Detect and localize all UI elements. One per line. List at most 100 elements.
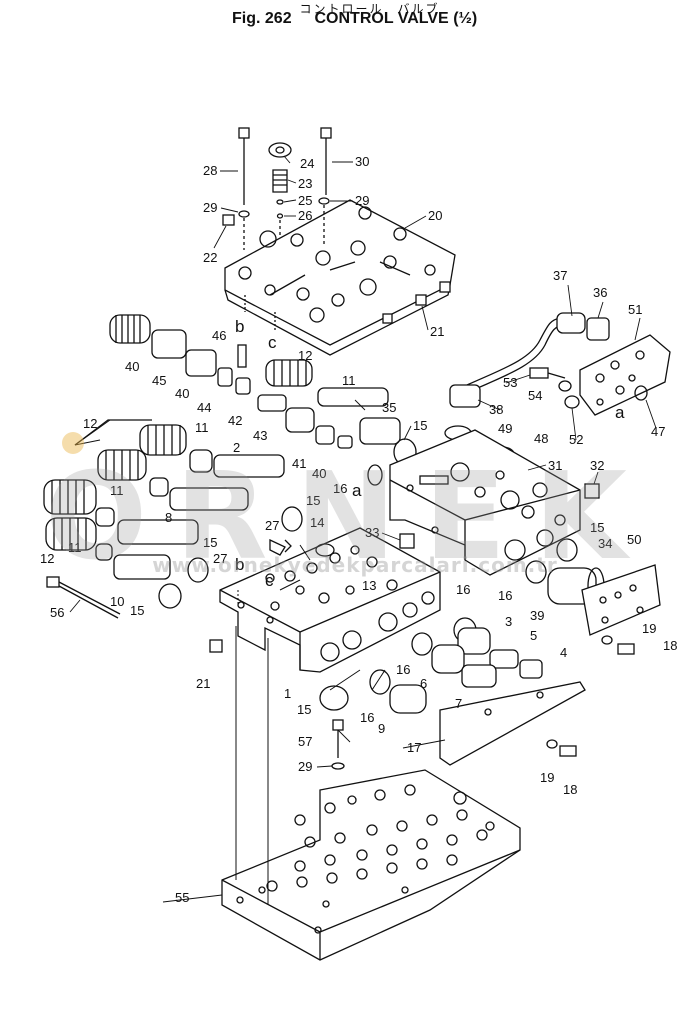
callout-26: 26	[298, 208, 312, 223]
callout-43: 43	[253, 428, 267, 443]
fig-caption: CONTROL VALVE	[314, 10, 449, 27]
callout-47: 47	[651, 424, 665, 439]
callout-11-left: 11	[110, 483, 124, 498]
callout-15-far: 15	[590, 520, 604, 535]
callout-11-bottom: 11	[68, 540, 82, 555]
figure-title: Fig. 262 CONTROL VALVE (½)	[232, 10, 477, 28]
title-japanese: コントロール バルブ	[299, 2, 440, 16]
callout-48: 48	[534, 431, 548, 446]
callout-8: 8	[165, 510, 172, 525]
callout-14: 14	[310, 515, 324, 530]
callout-21-bottom: 21	[196, 676, 210, 691]
base-plate	[221, 769, 521, 961]
callout-19-bottom: 19	[540, 770, 554, 785]
callout-27-a: 27	[265, 518, 279, 533]
callout-23: 23	[298, 176, 312, 191]
callout-25: 25	[298, 193, 312, 208]
callout-31: 31	[548, 458, 562, 473]
callout-30: 30	[355, 154, 369, 169]
callout-10: 10	[110, 594, 124, 609]
callout-21-top: 21	[430, 324, 444, 339]
callout-15-mid: 15	[306, 493, 320, 508]
bc-arrows	[244, 295, 276, 330]
letter-markers: b c a a b c	[235, 317, 625, 590]
callout-labels: 28 24 23 25 26 30 29 29 20 22 21 46 40 4…	[40, 154, 677, 905]
callout-18-right: 18	[663, 638, 677, 653]
callout-56: 56	[50, 605, 64, 620]
marker-b-top: b	[235, 317, 244, 336]
callout-2: 2	[233, 440, 240, 455]
cover-bolts	[238, 127, 332, 250]
cylinder-and-cover-plate	[547, 564, 661, 636]
callout-13: 13	[362, 578, 376, 593]
callout-28: 28	[203, 163, 217, 178]
o-rings	[158, 425, 578, 711]
marker-a-mid: a	[352, 481, 362, 500]
callout-54: 54	[528, 388, 542, 403]
fig-number: 262	[264, 10, 292, 27]
callout-15-left: 15	[203, 535, 217, 550]
marker-c-low: c	[265, 571, 274, 590]
callout-29-top: 29	[203, 200, 217, 215]
callout-6: 6	[420, 676, 427, 691]
callout-11-mid: 11	[195, 420, 209, 435]
callout-32: 32	[590, 458, 604, 473]
top-cover-plate	[224, 199, 456, 356]
callout-34: 34	[598, 536, 612, 551]
callout-24: 24	[300, 156, 314, 171]
callout-12-left: 12	[83, 416, 97, 431]
callout-42: 42	[228, 413, 242, 428]
callout-53: 53	[503, 375, 517, 390]
upper-spool-assembly	[109, 314, 353, 449]
callout-49: 49	[498, 421, 512, 436]
callout-17: 17	[407, 740, 421, 755]
long-through-bolt	[46, 576, 121, 619]
cover-plugs	[222, 214, 451, 324]
alignment-lines	[74, 419, 386, 905]
callout-55: 55	[175, 890, 189, 905]
callout-44: 44	[197, 400, 211, 415]
callout-50: 50	[627, 532, 641, 547]
callout-40-c: 40	[312, 466, 326, 481]
callout-11-top: 11	[342, 373, 356, 388]
callout-41: 41	[292, 456, 306, 471]
right-valve-body	[389, 429, 581, 576]
callout-16-low: 16	[396, 662, 410, 677]
callout-27-b: 27	[213, 551, 227, 566]
callout-20: 20	[428, 208, 442, 223]
lower-right-parts	[389, 627, 635, 766]
callout-19-right: 19	[642, 621, 656, 636]
leader-lines	[69, 155, 657, 903]
callout-40-b: 40	[175, 386, 189, 401]
spring-assembly-35	[265, 359, 417, 466]
callout-15-bottom: 15	[130, 603, 144, 618]
callout-45: 45	[152, 373, 166, 388]
body-plugs	[209, 483, 600, 653]
callout-7: 7	[455, 696, 462, 711]
callout-46: 46	[212, 328, 226, 343]
marker-a-right: a	[615, 403, 625, 422]
base-bolt	[331, 719, 345, 770]
callout-4: 4	[560, 645, 567, 660]
lower-spool-assemblies	[43, 419, 285, 580]
fig-fraction: (½)	[453, 10, 478, 27]
callout-16-right: 16	[498, 588, 512, 603]
callout-51: 51	[628, 302, 642, 317]
relief-valve-stack	[268, 142, 292, 238]
callout-15-right: 15	[413, 418, 427, 433]
callout-12-bottom: 12	[40, 551, 54, 566]
adapter-plate	[579, 334, 671, 416]
callout-36: 36	[593, 285, 607, 300]
pipe-line	[449, 312, 610, 408]
callout-38: 38	[489, 402, 503, 417]
callout-39: 39	[530, 608, 544, 623]
watermark-dot	[62, 432, 84, 454]
callout-29-bottom: 29	[298, 759, 312, 774]
callout-29-mid: 29	[355, 193, 369, 208]
callout-1: 1	[284, 686, 291, 701]
callout-37: 37	[553, 268, 567, 283]
callout-35: 35	[382, 400, 396, 415]
callout-16-bottom: 16	[360, 710, 374, 725]
